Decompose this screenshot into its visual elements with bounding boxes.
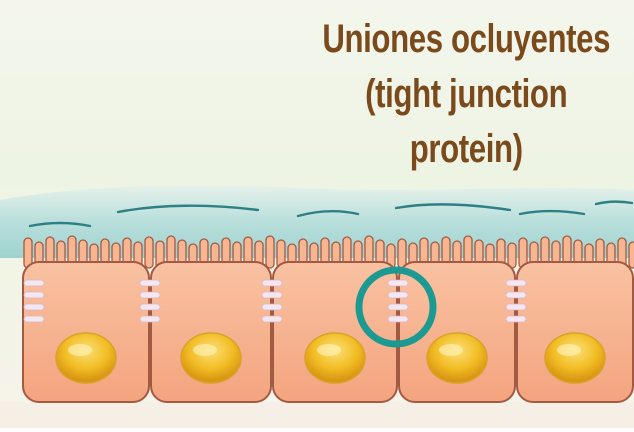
tight-junction-strand [24, 292, 44, 298]
title-line-1: Uniones ocluyentes [302, 12, 630, 67]
tight-junction-strand [388, 280, 408, 286]
tight-junction-strand [506, 304, 526, 310]
tight-junction-strand [140, 316, 160, 322]
cell-nucleus [427, 333, 487, 383]
tight-junction-strand [262, 316, 282, 322]
title-line-2: (tight junction [302, 67, 630, 122]
tight-junction-strand [388, 292, 408, 298]
tight-junction-strand [506, 280, 526, 286]
microvillus [145, 237, 153, 268]
microvillus [398, 239, 406, 268]
tight-junction-strand [24, 280, 44, 286]
tight-junction-strand [262, 292, 282, 298]
tight-junction-strand [262, 304, 282, 310]
nucleus-shine [439, 344, 463, 356]
tight-junction-strand [24, 316, 44, 322]
nucleus-shine [193, 344, 217, 356]
diagram-title: Uniones ocluyentes (tight junction prote… [302, 12, 630, 177]
cell-nucleus [56, 333, 116, 383]
tight-junction-strand [24, 304, 44, 310]
nucleus-shine [317, 344, 341, 356]
microvillus [266, 236, 274, 268]
tight-junction-strand [388, 316, 408, 322]
nucleus-shine [557, 344, 581, 356]
nucleus-shine [68, 344, 92, 356]
tight-junction-strand [506, 292, 526, 298]
tight-junction-strand [262, 280, 282, 286]
title-line-3: protein) [302, 122, 630, 177]
cell-nucleus [305, 333, 365, 383]
microvillus [508, 243, 516, 268]
tight-junction-strand [506, 316, 526, 322]
cell-nucleus [545, 333, 605, 383]
tight-junction-strand [140, 304, 160, 310]
tight-junction-strand [388, 304, 408, 310]
microvillus [629, 242, 634, 268]
bottom-band [0, 402, 634, 428]
tight-junction-strand [140, 292, 160, 298]
cell-nucleus [181, 333, 241, 383]
tight-junction-strand [140, 280, 160, 286]
